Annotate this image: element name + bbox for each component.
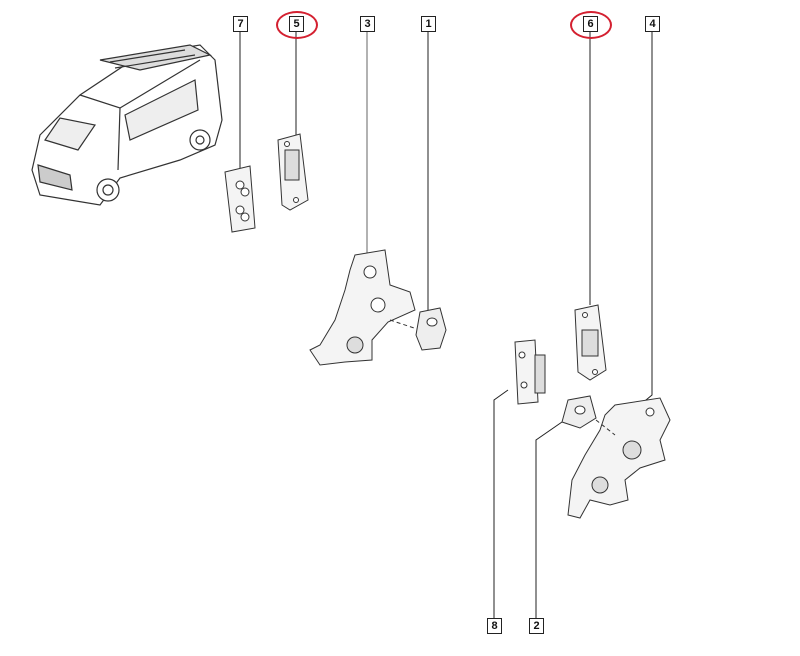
highlight-ring-6 [570, 11, 612, 39]
part-5-striker [277, 133, 309, 211]
leader-4 [639, 32, 653, 406]
van-illustration [31, 44, 223, 206]
highlight-ring-5 [276, 11, 318, 39]
part-3-lock-mechanism [309, 249, 421, 366]
part-2-cover [561, 395, 597, 429]
callout-2[interactable]: 2 [529, 618, 544, 634]
leader-2 [535, 421, 563, 618]
callout-5[interactable]: 5 [289, 16, 304, 32]
callout-8[interactable]: 8 [487, 618, 502, 634]
leader-8 [493, 389, 509, 618]
part-1-cover [415, 307, 447, 351]
part-8-striker-plate [514, 339, 546, 405]
part-6-striker [574, 304, 607, 381]
callout-4[interactable]: 4 [645, 16, 660, 32]
callout-3[interactable]: 3 [360, 16, 375, 32]
callout-6[interactable]: 6 [583, 16, 598, 32]
part-7-striker-plate [224, 165, 256, 233]
part-4-lock-mechanism [567, 397, 671, 519]
callout-7[interactable]: 7 [233, 16, 248, 32]
callout-1[interactable]: 1 [421, 16, 436, 32]
